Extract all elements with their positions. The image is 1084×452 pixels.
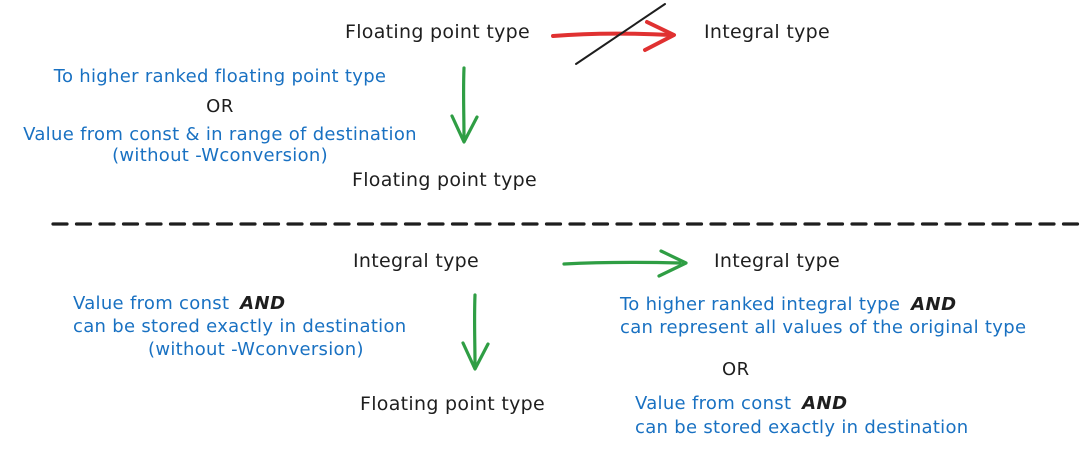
section-divider-dashed-line bbox=[51, 222, 1082, 226]
int-right-stored-condition: can be stored exactly in destination bbox=[635, 417, 969, 438]
int-left-const-text: Value from const bbox=[73, 293, 230, 314]
int-source-label: Integral type bbox=[353, 250, 479, 272]
float-const-condition: Value from const & in range of destinati… bbox=[23, 124, 417, 145]
float-wconversion-note: (without -Wconversion) bbox=[112, 145, 328, 166]
int-target-label: Integral type bbox=[714, 250, 840, 272]
int-conversion-down-arrow bbox=[461, 293, 490, 371]
int-right-promote-text: To higher ranked integral type bbox=[620, 294, 901, 315]
float-conversion-down-arrow bbox=[450, 66, 479, 144]
int-right-const-text: Value from const bbox=[635, 393, 792, 414]
float-source-label: Floating point type bbox=[345, 21, 530, 43]
float-result-label: Floating point type bbox=[352, 169, 537, 191]
int-right-and1-label: AND bbox=[911, 294, 957, 315]
float-or-label: OR bbox=[206, 96, 234, 117]
int-right-and2-label: AND bbox=[802, 393, 848, 414]
int-left-stored-condition: can be stored exactly in destination bbox=[73, 316, 407, 337]
int-to-int-allowed-arrow bbox=[562, 249, 688, 278]
int-right-represent-condition: can represent all values of the original… bbox=[620, 317, 1027, 338]
int-right-or-label: OR bbox=[722, 359, 750, 380]
float-forbidden-target-label: Integral type bbox=[704, 21, 830, 43]
float-promote-condition: To higher ranked floating point type bbox=[53, 66, 387, 87]
int-left-wconversion-note: (without -Wconversion) bbox=[148, 339, 364, 360]
int-left-and-label: AND bbox=[240, 293, 286, 314]
int-right-const-condition: Value from const AND bbox=[635, 393, 848, 414]
float-to-int-blocked-arrow bbox=[551, 3, 676, 65]
int-left-result-label: Floating point type bbox=[360, 393, 545, 415]
int-right-promote-condition: To higher ranked integral type AND bbox=[620, 294, 957, 315]
int-left-const-condition: Value from const AND bbox=[73, 293, 286, 314]
